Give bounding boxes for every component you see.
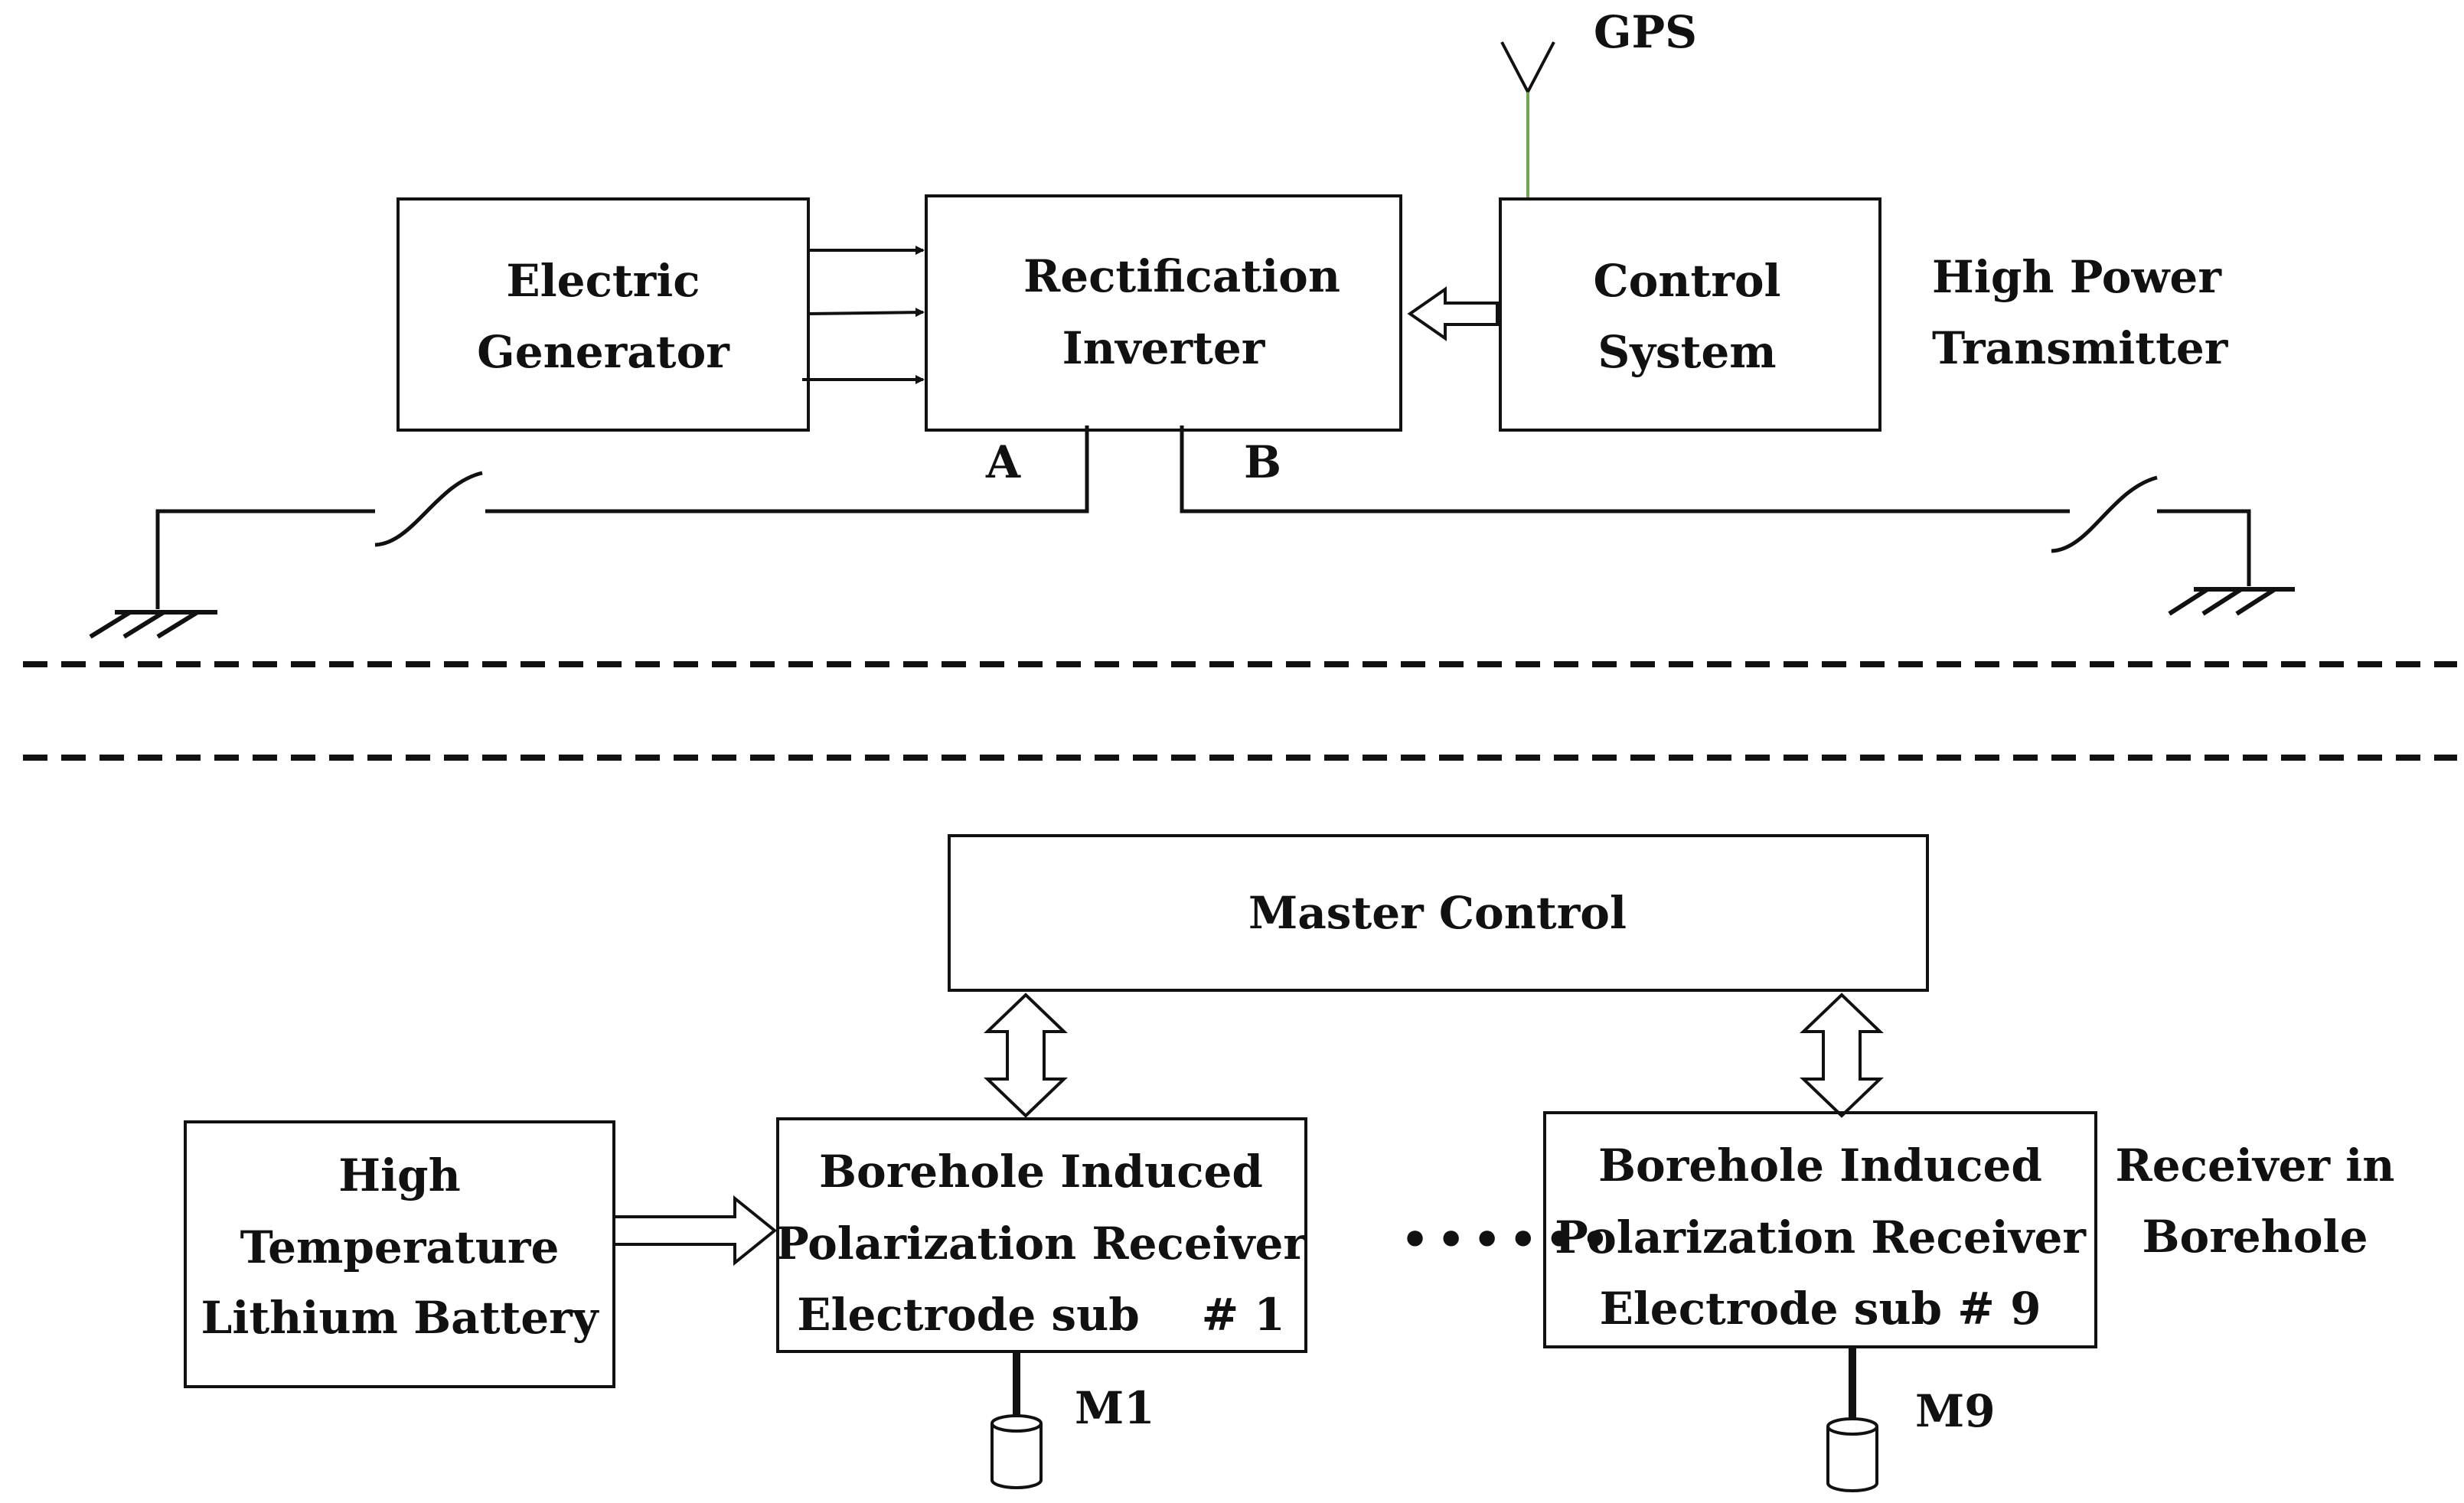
generator-output-arrows [802, 246, 925, 384]
master-sub9-double-arrow [1800, 993, 1884, 1118]
rectification-inverter-box: Rectification Inverter [925, 194, 1402, 432]
electrode-m1-icon [990, 1351, 1043, 1489]
sub9-label-line3: Electrode sub # 9 [1600, 1283, 2041, 1335]
receiver-sub1-box: Borehole Induced Polarization Receiver E… [775, 1117, 1307, 1353]
control-system-box: Control System [1499, 197, 1881, 432]
control-label-line2: System [1598, 326, 1776, 378]
receiver-section-label-line2: Borehole [2143, 1211, 2368, 1263]
sub9-label-line1: Borehole Induced [1598, 1139, 2042, 1192]
cable-a [155, 425, 1089, 609]
electric-generator-box: Electric Generator [397, 197, 810, 432]
ground-icon-right [2168, 587, 2295, 616]
master-control-box: Master Control [948, 834, 1929, 992]
sub1-label-line1: Borehole Induced [819, 1146, 1263, 1198]
gps-label: GPS [1594, 6, 1697, 58]
receiver-section: Master Control High Temperature Lithium … [184, 834, 2395, 1492]
electrode-m9-label: M9 [1915, 1385, 1996, 1437]
master-control-label: Master Control [1248, 887, 1627, 939]
sub1-label-line3: Electrode sub # 1 [797, 1289, 1284, 1341]
battery-label-line3: Lithium Battery [201, 1292, 600, 1344]
rectifier-label-line2: Inverter [1062, 322, 1266, 374]
lithium-battery-box: High Temperature Lithium Battery [184, 1120, 615, 1388]
battery-label-line2: Temperature [240, 1221, 560, 1273]
sub1-label-line2: Polarization Receiver [775, 1218, 1307, 1270]
battery-to-sub1-arrow [612, 1195, 778, 1267]
ellipsis-more-subs: •••••• [1401, 1214, 1617, 1266]
ground-surface-dividers [23, 661, 2457, 761]
gps-antenna-icon [1500, 41, 1555, 197]
transmitter-section: GPS Electric Generator Rectification Inv… [89, 6, 2295, 639]
terminal-a-label: A [985, 436, 1021, 488]
cable-b [1180, 425, 2251, 586]
receiver-sub9-box: Borehole Induced Polarization Receiver E… [1543, 1111, 2097, 1348]
receiver-section-label-line1: Receiver in [2116, 1139, 2395, 1192]
control-to-rectifier-arrow [1407, 286, 1499, 341]
generator-label-line2: Generator [477, 326, 730, 378]
transmitter-section-label-line1: High Power [1932, 251, 2222, 303]
ground-icon-left [89, 610, 217, 639]
sub9-label-line2: Polarization Receiver [1555, 1211, 2087, 1263]
battery-label-line1: High [338, 1149, 461, 1201]
transmitter-section-label-line2: Transmitter [1932, 322, 2229, 374]
rectifier-label-line1: Rectification [1023, 250, 1340, 302]
terminal-b-label: B [1244, 436, 1281, 488]
electrode-m9-icon [1826, 1347, 1878, 1492]
master-sub1-double-arrow [984, 993, 1068, 1118]
control-label-line1: Control [1593, 255, 1780, 307]
electrode-m1-label: M1 [1075, 1382, 1155, 1434]
generator-label-line1: Electric [506, 255, 700, 307]
